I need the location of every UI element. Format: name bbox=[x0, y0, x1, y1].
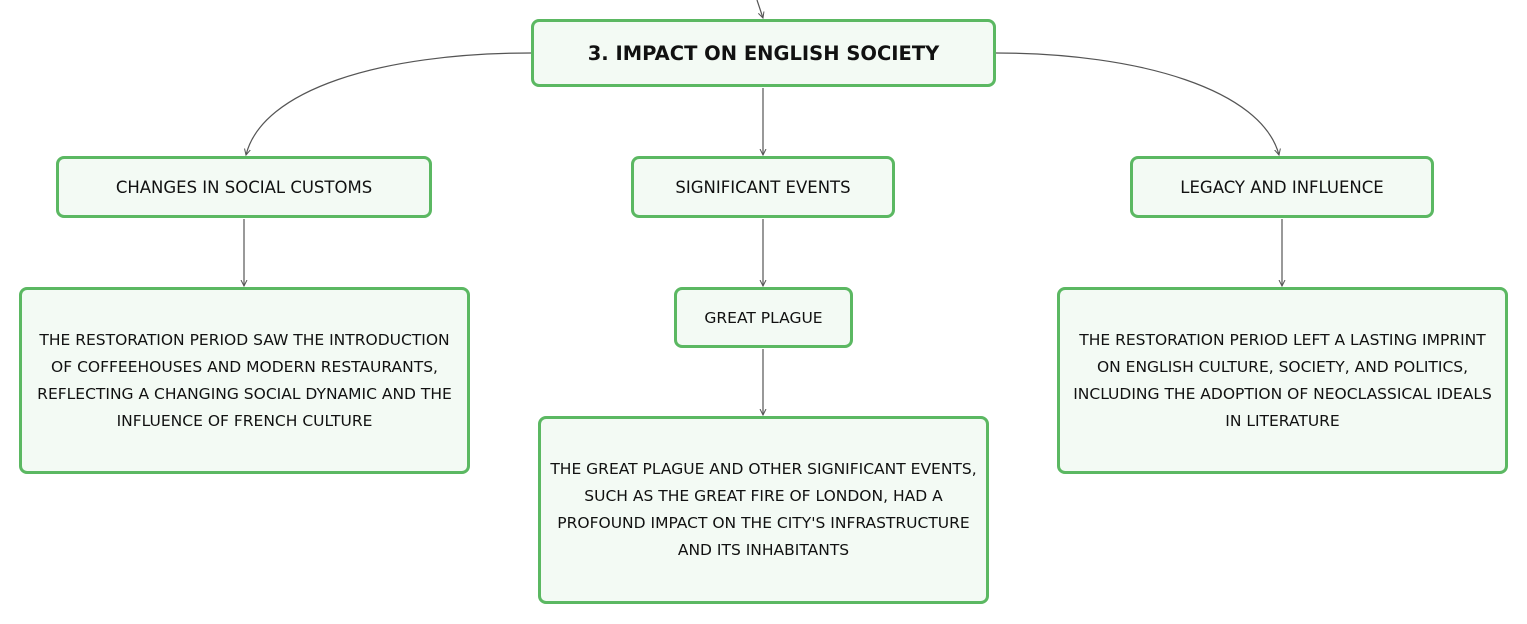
incoming-connector bbox=[756, 0, 763, 18]
subtopic-node-great-plague[interactable]: GREAT PLAGUE bbox=[674, 287, 853, 348]
detail-node-social-customs[interactable]: THE RESTORATION PERIOD SAW THE INTRODUCT… bbox=[19, 287, 470, 474]
root-node[interactable]: 3. IMPACT ON ENGLISH SOCIETY bbox=[531, 19, 996, 87]
topic-node-social-customs[interactable]: CHANGES IN SOCIAL CUSTOMS bbox=[56, 156, 432, 218]
connector-root-to-legacy bbox=[995, 52, 1279, 155]
topic-node-significant-events[interactable]: SIGNIFICANT EVENTS bbox=[631, 156, 895, 218]
detail-text-legacy-influence: THE RESTORATION PERIOD LEFT A LASTING IM… bbox=[1073, 330, 1492, 430]
topic-node-legacy-influence[interactable]: LEGACY AND INFLUENCE bbox=[1130, 156, 1434, 218]
connector-root-to-social-customs bbox=[246, 52, 532, 155]
detail-text-social-customs: THE RESTORATION PERIOD SAW THE INTRODUCT… bbox=[37, 330, 452, 430]
detail-text-significant-events: THE GREAT PLAGUE AND OTHER SIGNIFICANT E… bbox=[550, 460, 977, 559]
root-node-label: 3. IMPACT ON ENGLISH SOCIETY bbox=[587, 41, 940, 65]
detail-node-significant-events[interactable]: THE GREAT PLAGUE AND OTHER SIGNIFICANT E… bbox=[538, 416, 989, 604]
subtopic-label-great-plague: GREAT PLAGUE bbox=[704, 308, 823, 327]
topic-label-significant-events: SIGNIFICANT EVENTS bbox=[675, 177, 851, 197]
detail-node-legacy-influence[interactable]: THE RESTORATION PERIOD LEFT A LASTING IM… bbox=[1057, 287, 1508, 474]
topic-label-legacy-influence: LEGACY AND INFLUENCE bbox=[1180, 177, 1384, 197]
topic-label-social-customs: CHANGES IN SOCIAL CUSTOMS bbox=[115, 177, 373, 197]
